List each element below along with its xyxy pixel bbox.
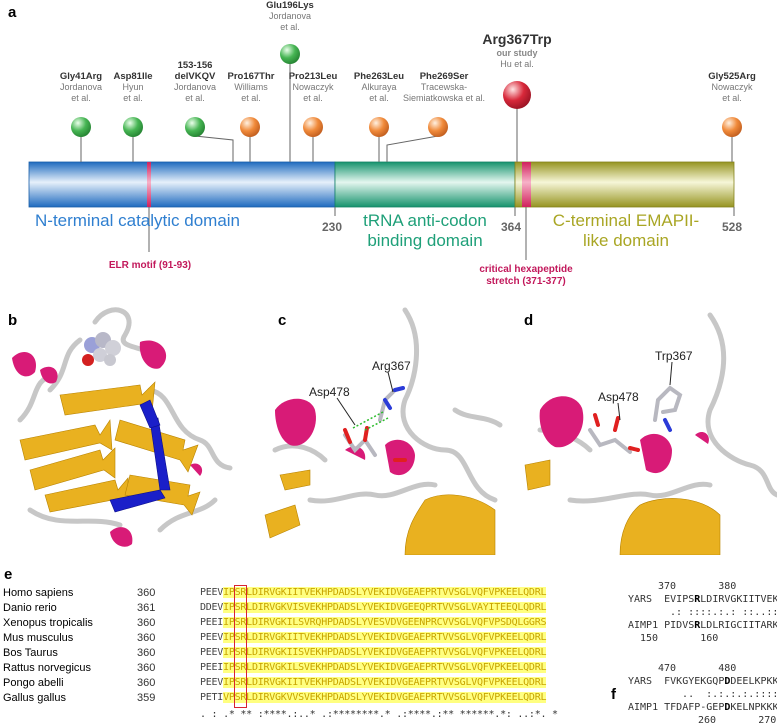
aimp1-row-2: AIMP1 TFDAFP-GEPDKELNPKKKI: [628, 702, 777, 713]
position-528: 528: [722, 220, 743, 234]
mutation-ball-asp81ile: [123, 117, 143, 137]
mutation-ball-phe263leu: [369, 117, 389, 137]
hexapeptide-mark: [522, 162, 531, 207]
aimp1-row-1: AIMP1 PIDVSRLDLRIGCIITARKH: [628, 620, 777, 631]
c-terminal-domain-label: C-terminal EMAPII- like domain: [552, 211, 700, 250]
mutation-label-asp81ile: Asp81Ile Hyun et al.: [113, 71, 153, 103]
n-terminal-domain-label: N-terminal catalytic domain: [35, 211, 241, 230]
mutation-ball-phe269ser: [428, 117, 448, 137]
elr-motif-mark: [147, 162, 151, 207]
mutation-label-pro213leu: Pro213Leu Nowaczyk et al.: [288, 71, 338, 103]
domain-diagram: [28, 44, 742, 260]
pairwise-alignment: 370 380 YARS EVIPSRLDIRVGKIITVEKH .: :::…: [628, 580, 777, 726]
trna-domain-label: tRNA anti-codon binding domain: [363, 211, 487, 250]
mutation-ball-pro167thr: [240, 117, 260, 137]
mutation-label-phe263leu: Phe263Leu Alkuraya et al.: [353, 71, 405, 103]
alignment-row: Mus musculus 360 PEEVIPSRLDIRVGKIITVEKHP…: [3, 632, 547, 644]
label-trp367-d: Trp367: [655, 349, 693, 363]
mutation-label-glu196lys: Glu196Lys Jordanova et al.: [266, 0, 314, 32]
match-line-1: .: ::::.:.: ::..::: [664, 607, 777, 618]
alignment-row: Xenopus tropicalis 360 PEEIIPSRLDIRVGKIL…: [3, 617, 547, 629]
label-asp478-d: Asp478: [598, 390, 639, 404]
alignment-row: Bos Taurus 360 PEEVIPSRLDIRVGKIISVEKHPDA…: [3, 647, 547, 659]
mutation-ball-glu196lys: [280, 44, 300, 64]
mutation-ball-arg367trp: [503, 81, 531, 109]
panel-label-d: d: [524, 312, 534, 329]
mutation-label-arg367trp: Arg367Trp our study Hu et al.: [482, 31, 552, 69]
label-asp478-c: Asp478: [309, 385, 350, 399]
mutation-label-gly525arg: Gly525Arg Nowaczyk et al.: [708, 71, 756, 103]
label-arg367-c: Arg367: [372, 359, 411, 373]
panel-label-a: a: [8, 4, 17, 21]
mutation-label-gly41arg: Gly41Arg Jordanova et al.: [59, 71, 103, 103]
alignment-row: Danio rerio 361 DDEVIPSRLDIRVGKVISVEKHPD…: [3, 602, 547, 614]
mutation-label-pro167thr: Pro167Thr Williams et al.: [227, 71, 275, 103]
mutation-label-phe269ser: Phe269Ser Tracewska- Siemiatkowska et al…: [402, 71, 486, 103]
consensus-line: . : .* ** :****.:..* .:********.* .:****…: [200, 709, 558, 720]
protein-structure-d: Trp367 Asp478: [524, 312, 777, 555]
alignment-row: Homo sapiens 360 PEEVIPSRLDIRVGKIITVEKHP…: [3, 587, 547, 599]
alignment-row: Pongo abelli 360 PEEVIPSRLDIRVGKIITVEKHP…: [3, 677, 547, 689]
multiple-sequence-alignment: Homo sapiens 360 PEEVIPSRLDIRVGKIITVEKHP…: [0, 585, 560, 726]
mutation-stems: [80, 64, 735, 260]
alignment-row: Rattus norvegicus 360 PEEIIPSRLDIRVGKILS…: [3, 662, 547, 674]
match-line-2: .. :.:.:.:.::::.: [664, 689, 777, 700]
mutation-ball-gly525arg: [722, 117, 742, 137]
c-terminal-domain-bar: [514, 161, 735, 208]
protein-structure-c: Arg367 Asp478: [264, 307, 503, 555]
panel-label-e: e: [4, 566, 13, 583]
trna-domain-bar: [334, 161, 516, 208]
yars-row-1: YARS EVIPSRLDIRVGKIITVEKH: [628, 594, 777, 605]
mutation-ball-delvkqv: [185, 117, 205, 137]
ruler-bottom-1: 150 160: [640, 633, 719, 644]
mutation-ball-gly41arg: [71, 117, 91, 137]
ruler-top-1: 370 380: [658, 581, 737, 592]
panel-label-b: b: [8, 312, 18, 329]
panel-label-f: f: [611, 686, 616, 703]
mutation-label-delvkqv: 153-156 delVKQV Jordanova et al.: [173, 60, 217, 103]
arg367-highlight-box: [233, 585, 248, 708]
yars-row-2: YARS FVKGYEKGQPDDEELKPKKKV: [628, 676, 777, 687]
alignment-row: Gallus gallus 359 PETIVPSRLDIRVGKVVSVEKH…: [3, 692, 547, 704]
panel-label-c: c: [278, 312, 287, 329]
position-230: 230: [322, 220, 343, 234]
ruler-top-2: 470 480: [658, 663, 737, 674]
n-terminal-domain-bar: [28, 161, 336, 208]
mutation-ball-pro213leu: [303, 117, 323, 137]
position-364: 364: [501, 220, 522, 234]
hexapeptide-label: critical hexapeptide stretch (371-377): [479, 264, 573, 287]
elr-motif-label: ELR motif (91-93): [108, 260, 192, 271]
protein-structure-b: [12, 307, 233, 547]
ruler-bottom-2: 260 270: [698, 715, 777, 726]
